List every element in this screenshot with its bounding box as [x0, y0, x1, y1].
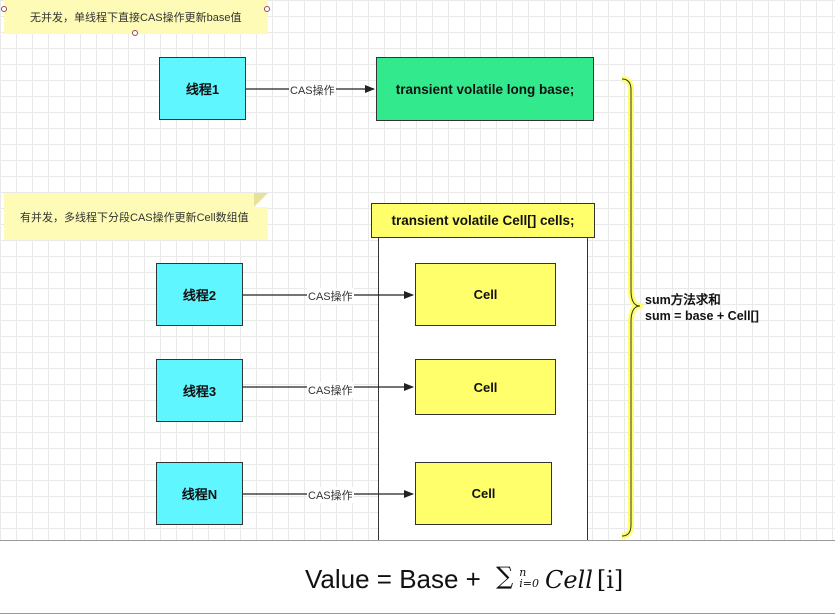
formula-index: [i]	[596, 565, 624, 594]
sum-brace-outline	[621, 78, 641, 537]
formula-lower-limit: i=0	[519, 576, 539, 590]
note-multi-thread[interactable]: 有并发，多线程下分段CAS操作更新Cell数组值	[4, 193, 268, 240]
cells-array-header[interactable]: transient volatile Cell[] cells;	[371, 203, 595, 238]
thread-2-label: 线程2	[182, 288, 217, 303]
cell-label-3: Cell	[471, 486, 496, 501]
sum-annotation-line1: sum方法求和	[645, 293, 721, 307]
sum-annotation-line2: sum = base + Cell[]	[645, 309, 759, 323]
thread-n-label: 线程N	[181, 487, 218, 502]
cell-node-1[interactable]: Cell	[415, 263, 556, 326]
formula-upper-limit: n	[519, 565, 527, 579]
formula-limits: n i=0	[519, 567, 539, 589]
resize-handle-right[interactable]	[264, 6, 270, 12]
resize-handle-left[interactable]	[1, 6, 7, 12]
edge-label-cas-1: CAS操作	[289, 82, 336, 98]
sum-annotation[interactable]: sum方法求和 sum = base + Cell[]	[645, 292, 759, 324]
note-single-thread-text: 无并发，单线程下直接CAS操作更新base值	[30, 12, 242, 24]
thread-1-node[interactable]: 线程1	[159, 57, 246, 120]
edge-label-cas-n: CAS操作	[307, 487, 354, 503]
formula-left: Value = Base +	[305, 564, 489, 594]
formula-bar	[0, 540, 835, 614]
note-fold-corner	[254, 193, 268, 207]
edge-label-cas-2: CAS操作	[307, 288, 354, 304]
edge-label-cas-3: CAS操作	[307, 382, 354, 398]
cells-array-header-label: transient volatile Cell[] cells;	[391, 213, 575, 228]
note-single-thread[interactable]: 无并发，单线程下直接CAS操作更新base值	[4, 0, 268, 34]
formula-sigma: ∑	[496, 561, 514, 590]
formula-term: Cell	[544, 565, 593, 594]
cell-node-3[interactable]: Cell	[415, 462, 552, 525]
base-field-node[interactable]: transient volatile long base;	[376, 57, 594, 121]
value-formula: Value = Base + ∑ n i=0 Cell [i]	[305, 561, 624, 595]
diagram-canvas: 无并发，单线程下直接CAS操作更新base值 有并发，多线程下分段CAS操作更新…	[0, 0, 835, 540]
thread-3-node[interactable]: 线程3	[156, 359, 243, 422]
thread-2-node[interactable]: 线程2	[156, 263, 243, 326]
cell-label-1: Cell	[473, 287, 498, 302]
thread-n-node[interactable]: 线程N	[156, 462, 243, 525]
cell-node-2[interactable]: Cell	[415, 359, 556, 415]
base-field-label: transient volatile long base;	[395, 81, 575, 97]
thread-1-label: 线程1	[185, 82, 220, 97]
resize-handle-bottom[interactable]	[132, 30, 138, 36]
thread-3-label: 线程3	[182, 384, 217, 399]
cell-label-2: Cell	[473, 379, 498, 395]
note-multi-thread-text: 有并发，多线程下分段CAS操作更新Cell数组值	[20, 211, 249, 224]
